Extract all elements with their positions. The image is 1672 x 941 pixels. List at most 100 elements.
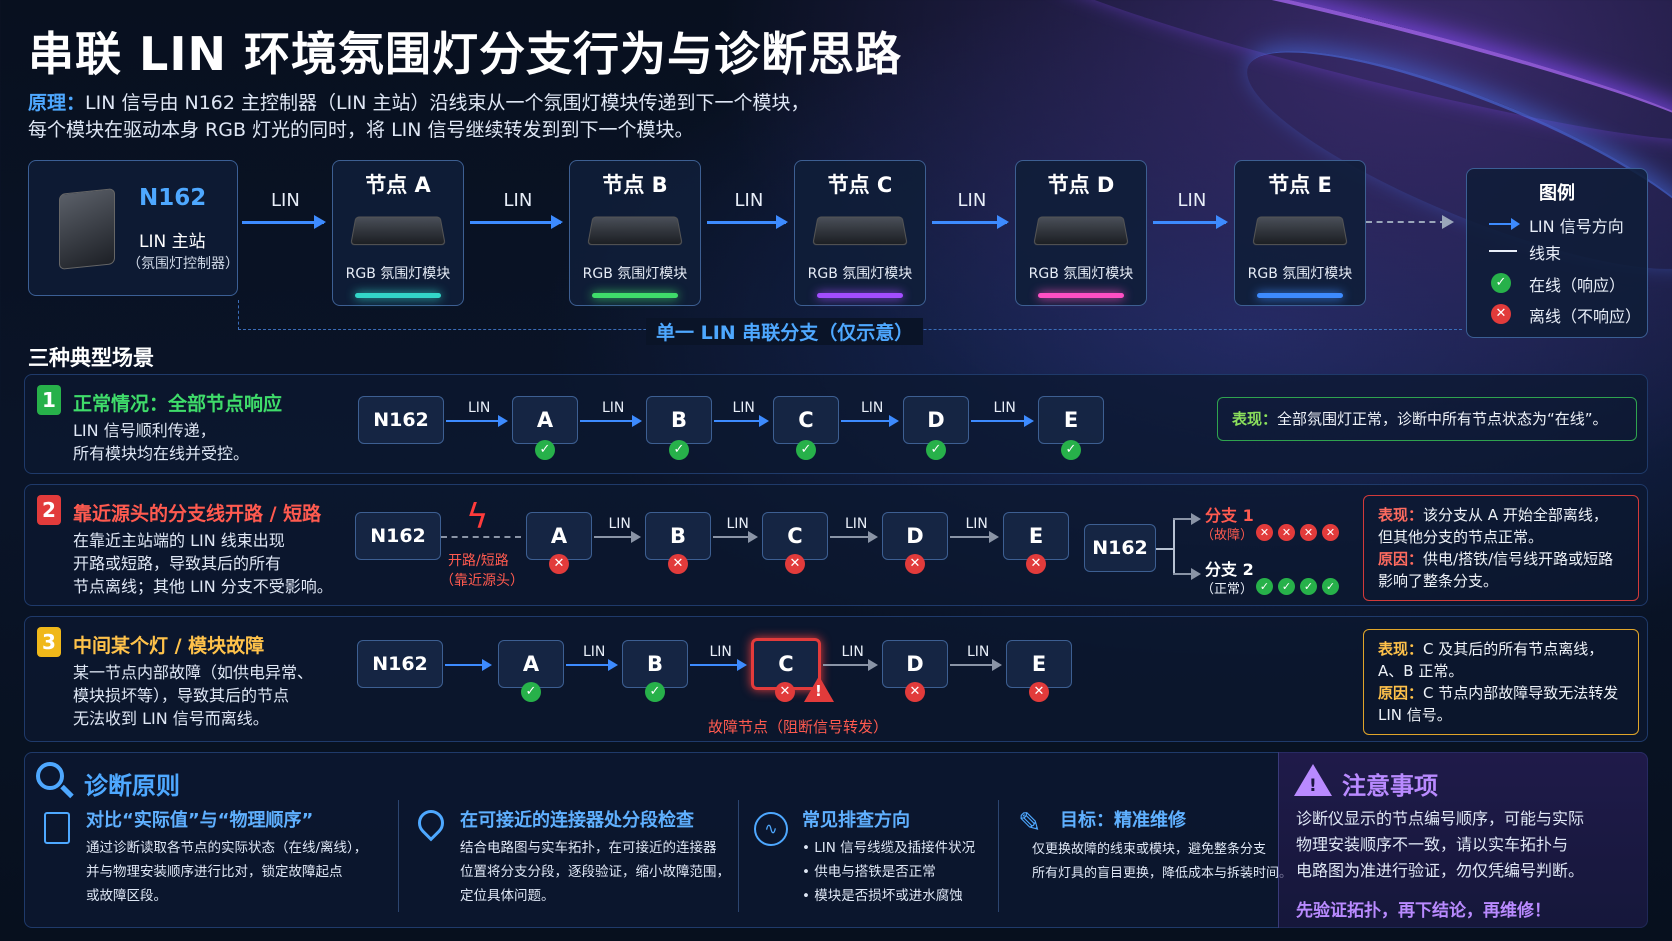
branch-split-line (1156, 548, 1174, 550)
master-card: N162 LIN 主站 （氛围灯控制器） (28, 160, 239, 296)
result-text: 影响了整条分支。 (1378, 572, 1499, 590)
lin-label: LIN (468, 400, 491, 416)
result-key: 表现： (1378, 506, 1424, 524)
check-icon: ✓ (535, 440, 555, 460)
node-a-card: 节点 A RGB 氛围灯模块 (332, 160, 464, 306)
s1-node-b: B (646, 396, 712, 444)
branch2-state: （正常） (1201, 582, 1254, 597)
diag-col-1-text: 通过诊断读取各节点的实际状态（在线/离线），并与物理安装顺序进行比对，锁定故障起… (86, 836, 367, 908)
lin-arrow (971, 415, 1034, 427)
principle-line-2: 每个模块在驱动本身 RGB 灯光的同时，将 LIN 信号继续转发到到下一个模块。 (28, 119, 694, 141)
s3-node-e: E (1006, 640, 1072, 688)
desc-line: 某一节点内部故障（如供电异常、 (73, 663, 314, 682)
text-line: • 供电与搭铁是否正常 (802, 864, 936, 880)
light-bar (1257, 293, 1343, 298)
lin-arrow (714, 415, 769, 427)
diagnosis-heading: 诊断原则 (84, 772, 180, 800)
master-sub: （氛围灯控制器） (127, 256, 239, 272)
divider (398, 800, 399, 912)
module-icon (812, 216, 908, 246)
node-label: RGB 氛围灯模块 (1028, 266, 1134, 282)
text-line: 结合电路图与实车拓扑，在可接近的连接器 (460, 840, 717, 856)
scenario-title: 靠近源头的分支线开路 / 短路 (73, 503, 322, 525)
text-line: 所有灯具的盲目更换，降低成本与拆装时间。 (1032, 866, 1293, 881)
s1-node-c: C (773, 396, 839, 444)
s3-node-b: B (622, 640, 688, 688)
s3-node-a: A (498, 640, 564, 688)
check-icon: ✓ (926, 440, 946, 460)
notice-heading: 注意事项 (1342, 772, 1438, 800)
legend-item-offline: 离线（不响应） (1529, 307, 1642, 326)
scenario-3: 3 中间某个灯 / 模块故障 某一节点内部故障（如供电异常、模块损坏等），导致其… (24, 616, 1648, 742)
text-line: 并与物理安装顺序进行比对，锁定故障起点 (86, 864, 343, 880)
lin-label: LIN (967, 644, 990, 660)
s2-branch-master: N162 (1084, 524, 1156, 572)
continuation-dashed-arrow (1366, 221, 1446, 223)
s2-node-b: B (645, 512, 711, 560)
light-bar (355, 293, 441, 298)
diag-col-1-title: 对比“实际值”与“物理顺序” (86, 810, 314, 831)
diag-col-4-title: 目标：精准维修 (1060, 810, 1186, 831)
lin-label: LIN (1177, 190, 1207, 211)
s1-node-a: A (512, 396, 578, 444)
result-key: 表现： (1378, 640, 1424, 658)
text-line: 电路图为准进行验证，勿仅凭编号判断。 (1296, 861, 1585, 880)
cross-icon: ✕ (1029, 682, 1049, 702)
warning-triangle-mark: ! (1309, 776, 1317, 796)
lin-label: LIN (602, 400, 625, 416)
lin-arrow (690, 659, 747, 671)
result-text: LIN 信号。 (1378, 706, 1452, 724)
continuation-arrowhead (1442, 215, 1454, 229)
text-line: 仅更换故障的线束或模块，避免整条分支 (1032, 842, 1267, 857)
arrow-icon (1489, 223, 1515, 225)
cross-icon: ✕ (775, 682, 795, 702)
text-line: 诊断仪显示的节点编号顺序，可能与实际 (1296, 809, 1585, 828)
principle-line-1: LIN 信号由 N162 主控制器（LIN 主站）沿线束从一个氛围灯模块传递到下… (85, 92, 810, 114)
warning-icon-mark: ! (815, 682, 822, 700)
branch2-arrow (1173, 568, 1201, 580)
node-label: RGB 氛围灯模块 (345, 266, 451, 282)
s1-node-d: D (903, 396, 969, 444)
node-title: 节点 A (365, 173, 431, 197)
result-key: 表现： (1232, 410, 1278, 428)
result-text: C 及其后的所有节点离线， (1423, 640, 1604, 658)
legend: 图例 LIN 信号方向 线束 ✓ 在线（响应） ✕ 离线（不响应） (1466, 168, 1648, 338)
divider (998, 800, 999, 912)
scenario-result: 表现：C 及其后的所有节点离线， A、B 正常。 原因：C 节点内部故障导致无法… (1363, 629, 1639, 735)
result-text: 供电/搭铁/信号线开路或短路 (1423, 550, 1614, 568)
s1-master: N162 (358, 396, 444, 444)
lin-label: LIN (726, 516, 749, 532)
result-text: A、B 正常。 (1378, 662, 1464, 680)
desc-line: 节点离线；其他 LIN 分支不受影响。 (73, 577, 333, 596)
node-title: 节点 B (602, 173, 668, 197)
warning-triangle-icon (1294, 764, 1332, 796)
lin-arrow (841, 415, 899, 427)
desc-line: 无法收到 LIN 信号而离线。 (73, 709, 269, 728)
branch1-label: 分支 1 (1205, 506, 1254, 525)
lin-label: LIN (841, 644, 864, 660)
lin-arrow (932, 215, 1009, 229)
text-line: 物理安装顺序不一致，请以实车拓扑与 (1296, 835, 1569, 854)
s2-node-c: C (762, 512, 828, 560)
text-line: 位置将分支分段，逐段验证，缩小故障范围， (460, 864, 730, 880)
legend-title: 图例 (1539, 183, 1575, 204)
harness-arrow (830, 531, 878, 543)
s3-node-d: D (882, 640, 948, 688)
s2-node-d: D (882, 512, 948, 560)
diag-col-4-text: 仅更换故障的线束或模块，避免整条分支所有灯具的盲目更换，降低成本与拆装时间。 (1032, 838, 1292, 886)
wrench-icon: ✎ (1018, 806, 1042, 839)
lin-label: LIN (861, 400, 884, 416)
light-bar (817, 293, 903, 298)
fault-dashed-line (441, 536, 521, 538)
lin-label: LIN (608, 516, 631, 532)
scenario-title: 中间某个灯 / 模块故障 (73, 635, 265, 657)
master-role: LIN 主站 (139, 232, 206, 252)
lin-label: LIN (732, 400, 755, 416)
scenario-desc: LIN 信号顺利传递，所有模块均在线并受控。 (73, 419, 249, 465)
lin-label: LIN (271, 190, 300, 211)
cross-icon: ✕ (668, 554, 688, 574)
branch1-state: （故障） (1201, 528, 1254, 543)
principle-key: 原理： (28, 92, 86, 114)
